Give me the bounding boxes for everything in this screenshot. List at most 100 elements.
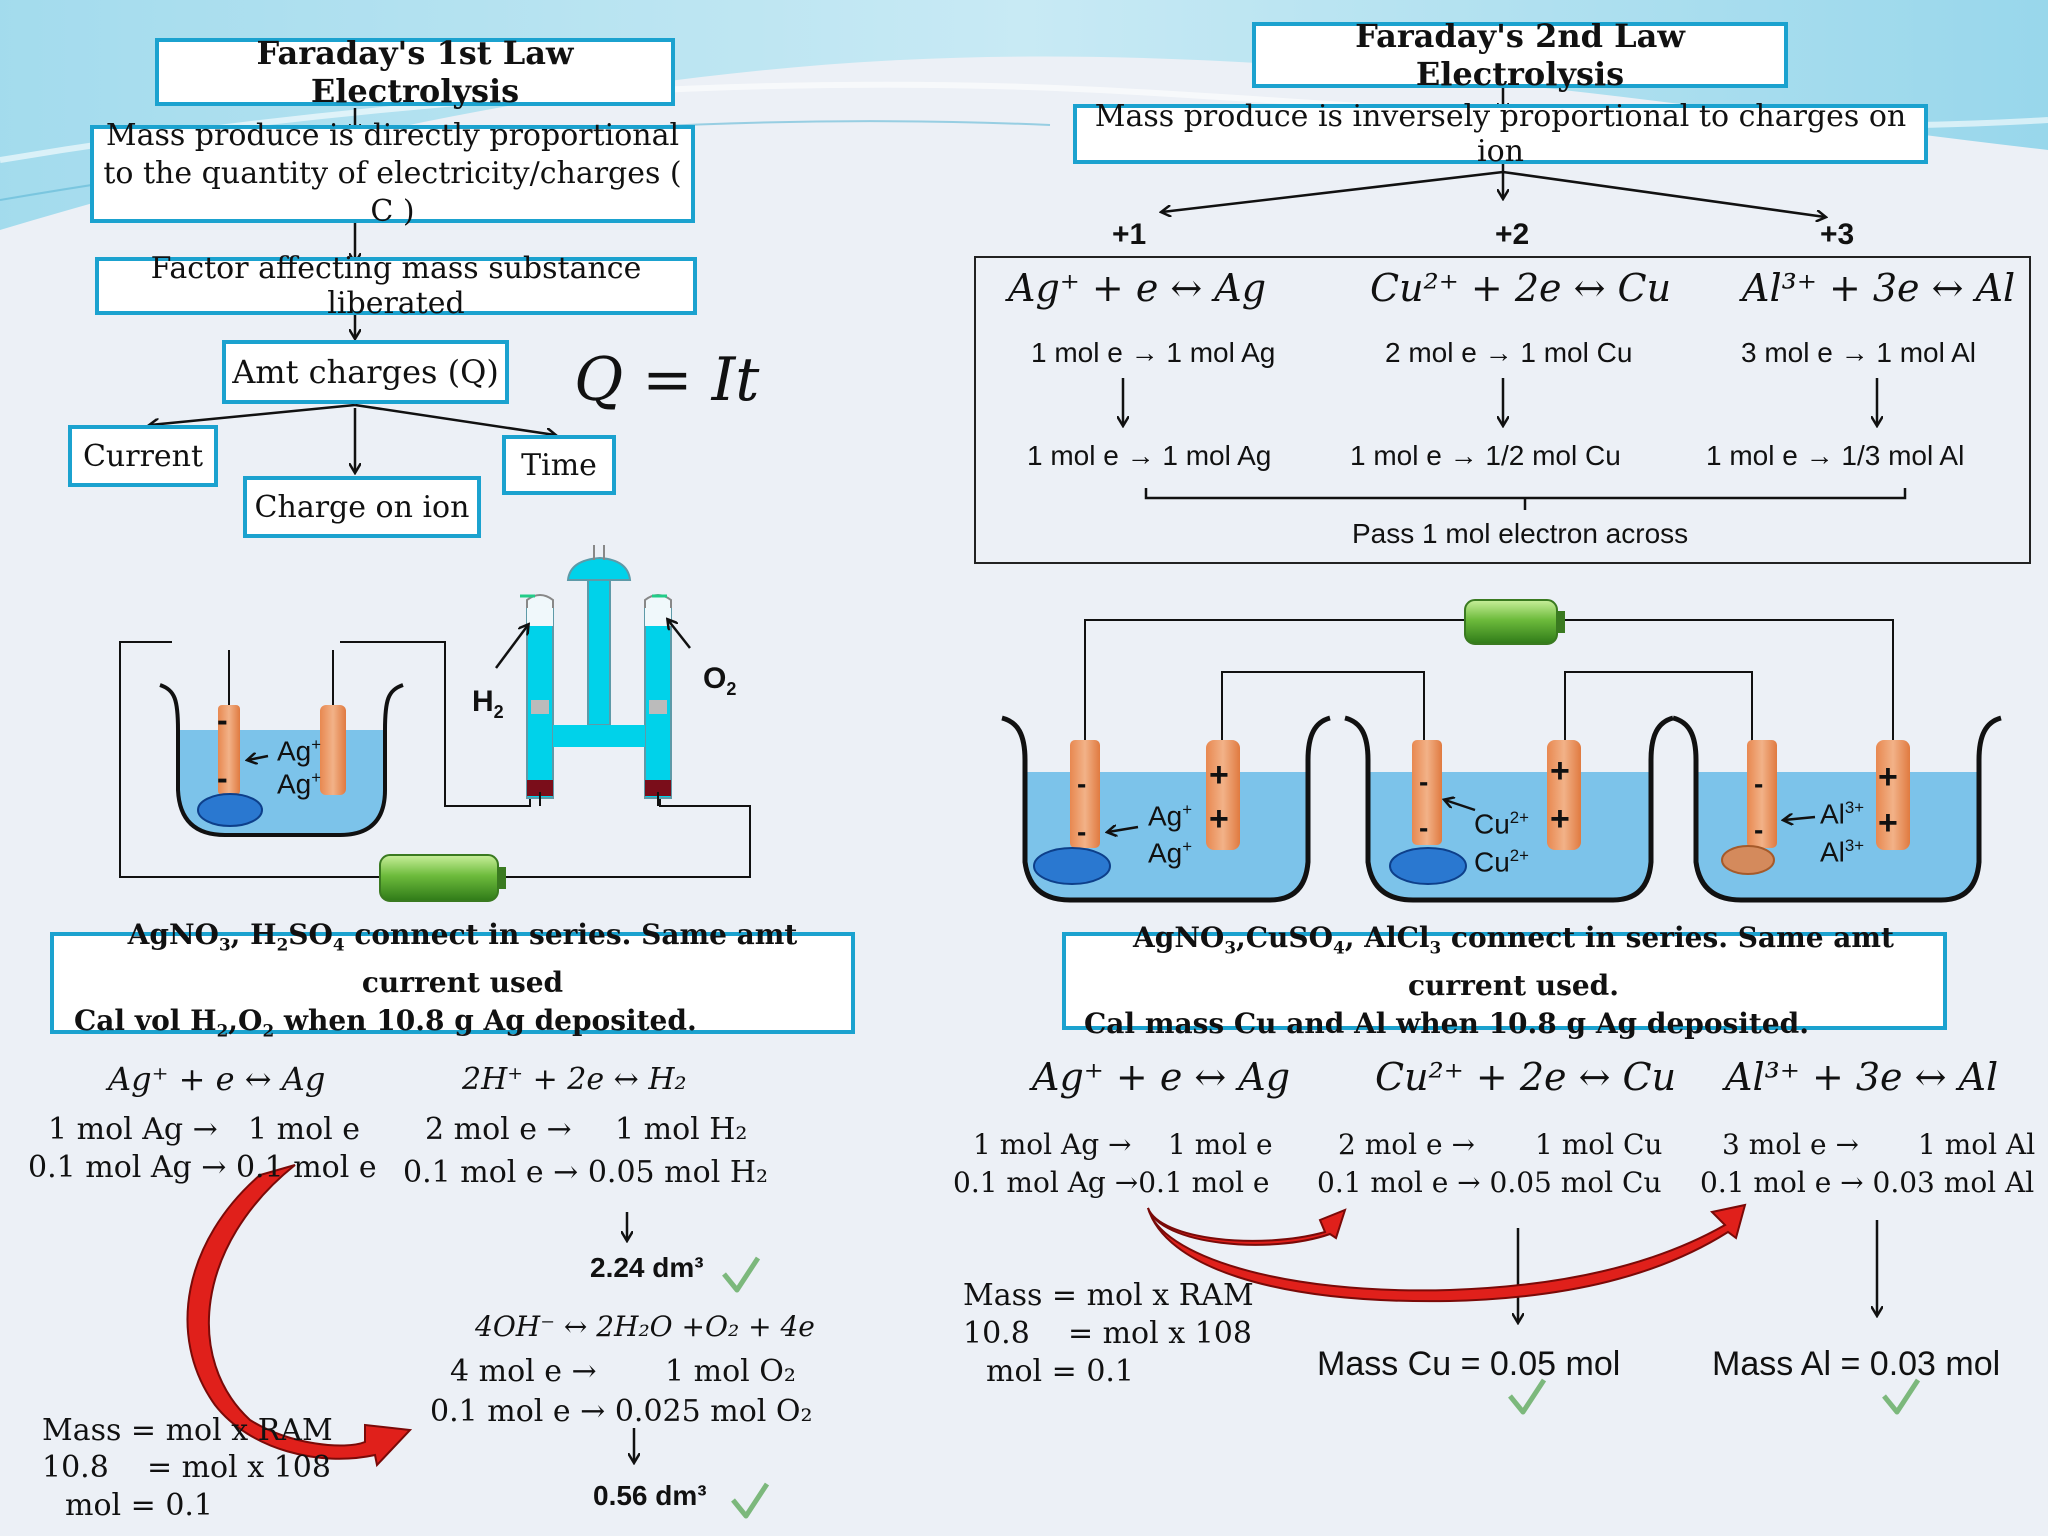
time-box: Time (502, 435, 616, 495)
question-line2: Cal vol H2,O2 when 10.8 g Ag deposited. (74, 1004, 697, 1041)
electrode-pos-sign: + (1878, 758, 1898, 796)
statement-line1: Mass produce is directly proportional (105, 118, 680, 153)
b-ag-line2: 0.1 mol Ag →0.1 mol e (953, 1166, 1270, 1199)
ratio-ag-1: 1 mol e → 1 mol Ag (1031, 337, 1276, 368)
law1-question-box: AgNO3, H2SO4 connect in series. Same amt… (50, 918, 855, 1041)
h-mol-line2: 0.1 mol e → 0.05 mol H₂ (403, 1155, 769, 1190)
h-mol-line1a: 2 mol e → (425, 1112, 572, 1147)
equation-ag: Ag⁺ + e ↔ Ag (108, 1060, 326, 1098)
electrode-neg-sign: - (217, 760, 228, 796)
charge-on-ion-box: Charge on ion (243, 476, 481, 538)
electrode-neg-sign: - (1077, 816, 1087, 847)
equation-cu: Cu²⁺ + 2e ↔ Cu (1375, 1055, 1677, 1099)
equation-al: Al³⁺ + 3e ↔ Al (1742, 266, 2016, 310)
law2-statement: Mass produce is inversely proportional t… (1073, 99, 1928, 169)
ratio-cu-1: 2 mol e → 1 mol Cu (1385, 337, 1633, 368)
ion-label-ag: Ag+ (277, 735, 322, 767)
law1-title: Faraday's 1st Law Electrolysis (155, 34, 675, 110)
electrode-neg-sign: - (1754, 768, 1764, 799)
law2-question-box: AgNO3,CuSO4, AlCl3 connect in series. Sa… (1062, 921, 1947, 1040)
red-arrow-right (1147, 1203, 1747, 1303)
electrode-neg-sign: - (1754, 814, 1764, 845)
question-line2: Cal mass Cu and Al when 10.8 g Ag deposi… (1084, 1006, 1810, 1040)
ion-label-ag: Ag+ (1148, 837, 1193, 869)
factor-box: Factor affecting mass substance liberate… (95, 251, 697, 321)
vol-o2: 0.56 dm³ (593, 1480, 707, 1511)
law2-comparison-frame (974, 256, 2031, 564)
electrode-pos-sign: + (1550, 752, 1570, 790)
oh-mol-line2: 0.1 mol e → 0.025 mol O₂ (430, 1394, 813, 1429)
law2-beakers (1001, 715, 2002, 903)
check-icon (1508, 1378, 1547, 1415)
ion-label-ag: Ag+ (277, 768, 322, 800)
equation-cu: Cu²⁺ + 2e ↔ Cu (1370, 266, 1672, 310)
question-line1: AgNO3, H2SO4 connect in series. Same amt… (127, 918, 798, 999)
mass-formula-line1: Mass = mol x RAM (963, 1278, 1254, 1313)
law2-battery (1464, 599, 1558, 645)
check-icon (722, 1256, 761, 1293)
pass-electron-label: Pass 1 mol electron across (1352, 518, 1689, 549)
mass-formula-line2: 10.8 = mol x 108 (42, 1450, 331, 1485)
formula-q-it: Q = It (574, 345, 760, 415)
mass-al-result: Mass Al = 0.03 mol (1712, 1345, 2001, 1383)
red-arrow-mid (1147, 1207, 1347, 1246)
current-box: Current (68, 425, 218, 487)
electrode-neg-sign: - (1077, 768, 1087, 799)
b-cu-line2: 0.1 mol e → 0.05 mol Cu (1317, 1166, 1662, 1199)
ratio-ag-2: 1 mol e → 1 mol Ag (1027, 440, 1272, 471)
b-al-line2: 0.1 mol e → 0.03 mol Al (1700, 1166, 2035, 1199)
ion-label-cu: Cu2+ (1474, 846, 1529, 878)
ion-label-al: Al3+ (1820, 798, 1865, 830)
equation-oh: 4OH⁻ ↔ 2H₂O +O₂ + 4e (475, 1310, 815, 1343)
red-arrow-left (186, 1164, 413, 1468)
b-ag-line1a: 1 mol Ag → (973, 1128, 1132, 1161)
amt-charges-box: Amt charges (Q) (222, 340, 509, 404)
ag-mol-line2: 0.1 mol Ag → 0.1 mol e (28, 1150, 377, 1185)
electrode-neg-sign: - (1419, 766, 1429, 797)
ag-mol-line1b: 1 mol e (248, 1112, 361, 1147)
mass-cu-result: Mass Cu = 0.05 mol (1317, 1345, 1621, 1383)
charge-label-1: +1 (1112, 218, 1147, 251)
ratio-al-1: 3 mol e → 1 mol Al (1741, 337, 1976, 368)
ion-label-ag: Ag+ (1148, 800, 1193, 832)
h-mol-line1b: 1 mol H₂ (615, 1112, 748, 1147)
mass-formula-line3: mol = 0.1 (65, 1488, 214, 1523)
check-icon (731, 1482, 770, 1519)
electrode-pos-sign: + (1209, 800, 1229, 838)
electrode-neg-sign: - (1419, 812, 1429, 843)
mass-formula-line1: Mass = mol x RAM (42, 1413, 333, 1448)
electrode-neg-sign: - (217, 702, 228, 738)
law2-circuit-wires (1084, 619, 1894, 770)
law1-circuit-wires (119, 641, 751, 878)
ion-label-cu: Cu2+ (1474, 808, 1529, 840)
gas-label-o2: O2 (703, 662, 737, 699)
law2-title: Faraday's 2nd Law Electrolysis (1252, 17, 1788, 93)
b-cu-line1a: 2 mol e → (1338, 1128, 1475, 1161)
oh-mol-line1b: 1 mol O₂ (665, 1354, 796, 1389)
electrode-pos-sign: + (1550, 800, 1570, 838)
law1-beaker (159, 650, 404, 837)
statement-line2: to the quantity of electricity/charges (… (103, 156, 682, 229)
law1-statement: Mass produce is directly proportional to… (90, 118, 695, 229)
ag-mol-line1a: 1 mol Ag → (48, 1112, 218, 1147)
vol-h2: 2.24 dm³ (590, 1252, 704, 1283)
charge-label-2: +2 (1495, 218, 1530, 251)
charge-label-3: +3 (1820, 218, 1855, 251)
question-line1: AgNO3,CuSO4, AlCl3 connect in series. Sa… (1133, 921, 1894, 1002)
b-al-line1b: 1 mol Al (1918, 1128, 2036, 1161)
gas-label-h2: H2 (472, 685, 504, 722)
b-cu-line1b: 1 mol Cu (1535, 1128, 1663, 1161)
electrode-pos-sign: + (1209, 756, 1229, 794)
ion-label-al: Al3+ (1820, 836, 1865, 868)
equation-ag: Ag⁺ + e ↔ Ag (1008, 266, 1267, 310)
ratio-al-2: 1 mol e → 1/3 mol Al (1706, 440, 1965, 471)
oh-mol-line1a: 4 mol e → (450, 1354, 597, 1389)
ratio-cu-2: 1 mol e → 1/2 mol Cu (1350, 440, 1621, 471)
law1-battery (379, 854, 499, 902)
equation-h: 2H⁺ + 2e ↔ H₂ (462, 1062, 687, 1097)
equation-al: Al³⁺ + 3e ↔ Al (1725, 1055, 1999, 1099)
hofmann-voltameter (494, 545, 691, 806)
check-icon (1882, 1378, 1921, 1415)
equation-ag: Ag⁺ + e ↔ Ag (1032, 1055, 1291, 1099)
mass-formula-line2: 10.8 = mol x 108 (963, 1316, 1252, 1351)
